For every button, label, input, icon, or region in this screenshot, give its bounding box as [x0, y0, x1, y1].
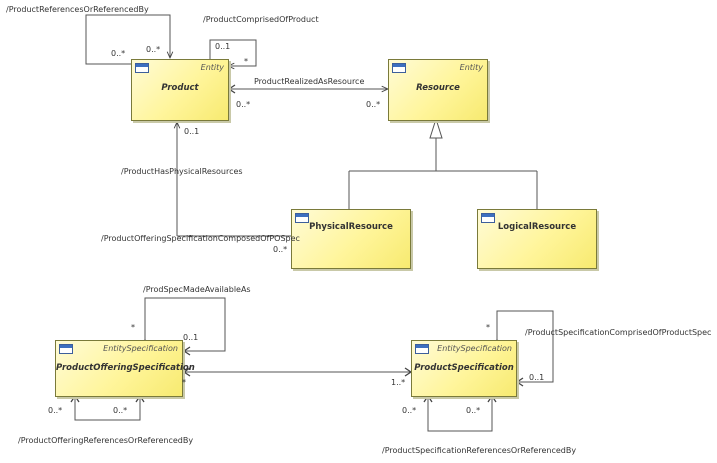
class-icon — [295, 213, 309, 223]
multiplicity-label: 0..1 — [183, 333, 199, 342]
stereotype-label: EntitySpecification — [437, 344, 512, 353]
arrow-product-end — [227, 84, 236, 94]
pos-available-self-association — [144, 297, 226, 352]
multiplicity-label: 0..1 — [529, 373, 545, 382]
assoc-label-ps-comprised: /ProductSpecificationComprisedOfProductS… — [525, 328, 712, 337]
class-product-specification[interactable]: EntitySpecification ProductSpecification — [411, 340, 517, 397]
class-icon — [59, 344, 73, 354]
product-references-self-association — [85, 14, 170, 65]
multiplicity-label: * — [131, 323, 135, 332]
generalization-lines — [348, 138, 538, 209]
multiplicity-label: * — [244, 57, 248, 66]
class-name: ProductSpecification — [414, 363, 514, 373]
stereotype-label: Entity — [459, 63, 483, 72]
stereotype-label: Entity — [200, 63, 224, 72]
multiplicity-label: * — [182, 378, 186, 387]
pos-references-self-association — [74, 396, 141, 421]
multiplicity-label: 0..* — [273, 245, 288, 254]
assoc-label-product-realized: ProductRealizedAsResource — [254, 77, 365, 86]
class-name: LogicalResource — [497, 222, 577, 232]
multiplicity-label: 1..* — [391, 378, 406, 387]
arrow-ps-comprised-right — [515, 377, 524, 387]
assoc-label-product-has-physical: /ProductHasPhysicalResources — [121, 167, 243, 176]
arrow-pos-end — [182, 367, 191, 377]
assoc-label-ps-references: /ProductSpecificationReferencesOrReferen… — [382, 446, 577, 455]
multiplicity-label: 0..* — [48, 406, 63, 415]
multiplicity-label: 0..1 — [184, 127, 200, 136]
assoc-label-product-references: /ProductReferencesOrReferencedBy — [6, 5, 149, 14]
multiplicity-label: 0..* — [113, 406, 128, 415]
class-product-offering-specification[interactable]: EntitySpecification ProductOfferingSpeci… — [55, 340, 195, 397]
assoc-label-product-comprised: /ProductComprisedOfProduct — [203, 15, 319, 24]
class-physical-resource[interactable]: PhysicalResource — [291, 209, 411, 269]
multiplicity-label: 0..* — [466, 406, 481, 415]
multiplicity-label: 0..1 — [215, 42, 231, 51]
class-icon — [415, 344, 429, 354]
multiplicity-label: 0..* — [111, 49, 126, 58]
arrow-pos-available-end — [182, 346, 191, 356]
product-comprised-self-association — [209, 39, 257, 66]
class-icon — [135, 63, 149, 73]
class-name: Resource — [416, 83, 460, 93]
class-logical-resource[interactable]: LogicalResource — [477, 209, 597, 269]
multiplicity-label: 0..* — [146, 45, 161, 54]
ps-comprised-self-association — [496, 310, 554, 383]
class-resource[interactable]: Entity Resource — [388, 59, 488, 121]
stereotype-label: EntitySpecification — [103, 344, 178, 353]
ps-references-self-association — [427, 396, 493, 432]
class-icon — [392, 63, 406, 73]
assoc-label-prodspec-available: /ProdSpecMadeAvailableAs — [143, 285, 251, 294]
class-name: Product — [161, 83, 199, 93]
multiplicity-label: 0..* — [402, 406, 417, 415]
generalization-triangle — [429, 117, 443, 139]
assoc-label-pos-composed: /ProductOfferingSpecificationComposedOfP… — [101, 234, 300, 243]
class-icon — [481, 213, 495, 223]
multiplicity-label: * — [486, 323, 490, 332]
class-name: PhysicalResource — [309, 222, 393, 232]
multiplicity-label: 0..* — [236, 100, 251, 109]
assoc-label-pos-references: /ProductOfferingReferencesOrReferencedBy — [18, 436, 194, 445]
multiplicity-label: 0..* — [366, 100, 381, 109]
class-product[interactable]: Entity Product — [131, 59, 229, 121]
class-name: ProductOfferingSpecification — [56, 363, 195, 373]
